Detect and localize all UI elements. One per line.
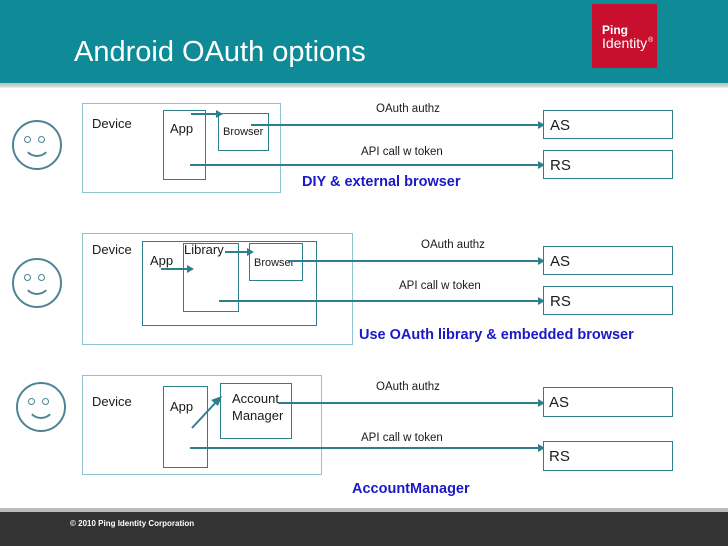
flow-library-to-browser-arrowhead-icon (247, 248, 254, 256)
browser-box (249, 243, 303, 281)
authorization-server-label: AS (550, 253, 571, 270)
user-smiley-icon (12, 258, 62, 308)
account-manager-box (220, 383, 292, 439)
smiley-eye-left-icon (24, 136, 31, 143)
flow-api-call-arrowhead-icon (538, 297, 545, 305)
smiley-eye-left-icon (24, 274, 31, 281)
flow-oauth-authz-arrowhead-icon (538, 257, 545, 265)
flow-oauth-authz-line (288, 260, 543, 262)
flow-api-call-line (190, 447, 543, 449)
resource-server-box (543, 150, 673, 179)
flow-api-call-arrowhead-icon (538, 444, 545, 452)
resource-server-label: RS (549, 448, 570, 465)
smiley-mouth-icon (23, 143, 51, 157)
flow-oauth-authz-label: OAuth authz (376, 103, 440, 115)
smiley-eye-right-icon (38, 136, 45, 143)
slide-footer-band (0, 512, 728, 546)
resource-server-box (543, 286, 673, 315)
flow-app-to-browser-line (191, 113, 219, 115)
logo-trademark-icon: ® (648, 37, 654, 44)
flow-library-to-browser-line (225, 251, 249, 253)
account-manager-label-line-1: Account (232, 391, 279, 406)
flow-api-call-label: API call w token (399, 280, 481, 292)
authorization-server-box (543, 387, 673, 417)
authorization-server-box (543, 246, 673, 275)
flow-api-call-label: API call w token (361, 432, 443, 444)
flow-oauth-authz-arrowhead-icon (538, 121, 545, 129)
block-caption: Use OAuth library & embedded browser (359, 327, 634, 343)
flow-app-to-library-arrowhead-icon (187, 265, 194, 273)
library-label: Library (184, 242, 224, 257)
device-label: Device (92, 116, 132, 131)
flow-api-call-line (219, 300, 543, 302)
app-box (142, 241, 317, 326)
block-caption: DIY & external browser (302, 174, 461, 190)
smiley-eye-right-icon (38, 274, 45, 281)
browser-label: Browser (254, 257, 295, 269)
authorization-server-label: AS (549, 394, 570, 411)
smiley-eye-right-icon (42, 398, 49, 405)
device-label: Device (92, 394, 132, 409)
flow-app-to-library-line (161, 268, 189, 270)
resource-server-label: RS (550, 293, 571, 310)
flow-app-to-browser-arrowhead-icon (216, 110, 223, 118)
flow-api-call-label: API call w token (361, 146, 443, 158)
app-box (163, 110, 206, 180)
app-label: App (170, 399, 194, 414)
flow-oauth-authz-line (251, 124, 543, 126)
smiley-mouth-icon (23, 281, 51, 295)
page-title: Android OAuth options (74, 36, 366, 68)
copyright-text: © 2010 Ping Identity Corporation (70, 519, 195, 528)
user-smiley-icon (12, 120, 62, 170)
device-box (82, 233, 353, 345)
resource-server-box (543, 441, 673, 471)
flow-api-call-arrowhead-icon (538, 161, 545, 169)
flow-app-to-account-manager-arrow-icon (191, 396, 222, 429)
resource-server-label: RS (550, 157, 571, 174)
flow-oauth-authz-label: OAuth authz (421, 239, 485, 251)
logo-line-1: Ping (602, 23, 628, 37)
browser-label: Browser (223, 126, 264, 138)
browser-box (218, 113, 269, 151)
device-box (82, 375, 322, 475)
footer-divider (0, 508, 728, 512)
smiley-eye-left-icon (28, 398, 35, 405)
flow-oauth-authz-line (278, 402, 543, 404)
authorization-server-label: AS (550, 117, 571, 134)
app-label: App (150, 253, 174, 268)
app-box (163, 386, 208, 468)
account-manager-label-line-2: Manager (232, 408, 284, 423)
device-box (82, 103, 281, 193)
header-divider (0, 83, 728, 88)
user-smiley-icon (16, 382, 66, 432)
flow-oauth-authz-label: OAuth authz (376, 381, 440, 393)
library-box (183, 243, 239, 312)
logo-line-2: Identity (602, 35, 648, 51)
flow-oauth-authz-arrowhead-icon (538, 399, 545, 407)
flow-api-call-line (190, 164, 543, 166)
app-label: App (170, 121, 194, 136)
ping-identity-logo: Ping Identity ® (592, 4, 657, 68)
device-label: Device (92, 242, 132, 257)
authorization-server-box (543, 110, 673, 139)
smiley-mouth-icon (27, 405, 55, 419)
block-caption: AccountManager (352, 481, 470, 497)
